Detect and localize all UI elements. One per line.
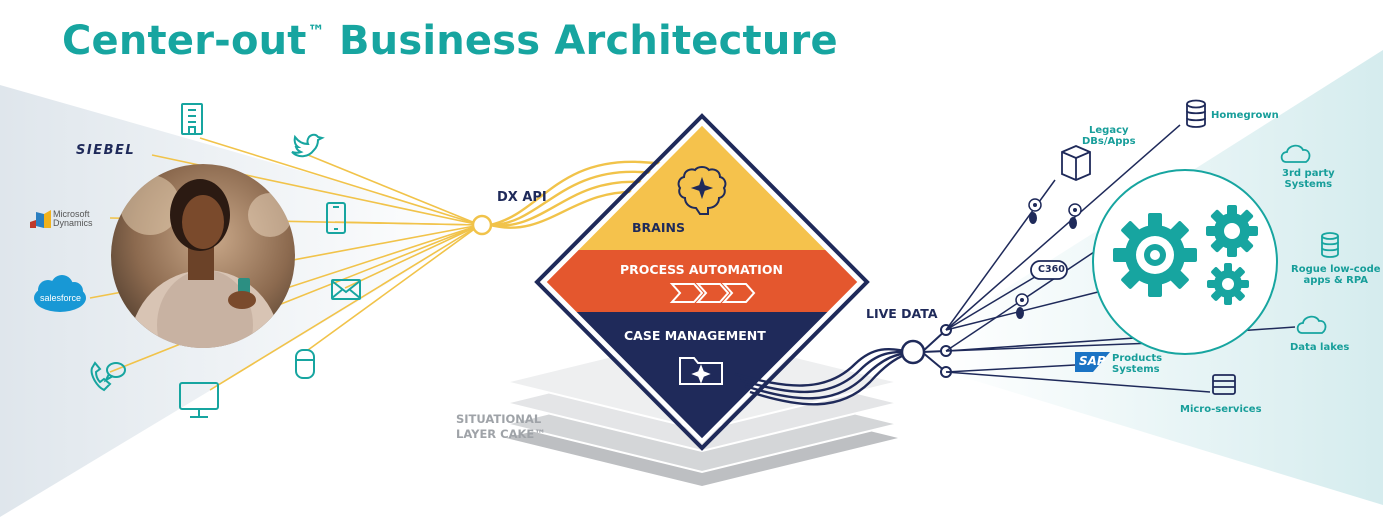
salesforce-logo: salesforce bbox=[40, 293, 82, 303]
sap-logo-shape bbox=[1075, 352, 1110, 372]
case-folder-icon bbox=[679, 357, 723, 385]
building-icon bbox=[181, 103, 203, 135]
customer-photo bbox=[111, 164, 295, 348]
process-chevrons bbox=[669, 283, 756, 303]
ms-dynamics-mark bbox=[30, 210, 51, 228]
process-automation-label: PROCESS AUTOMATION bbox=[620, 262, 783, 277]
case-management-label: CASE MANAGEMENT bbox=[624, 328, 766, 343]
lock-icon-3 bbox=[1015, 293, 1029, 319]
phone-chat-icon bbox=[90, 361, 126, 392]
database-icon-homegrown bbox=[1186, 99, 1206, 128]
legacy-server-icon bbox=[1061, 145, 1091, 181]
database-icon-rogue bbox=[1321, 232, 1339, 258]
cloud-icon-data-lakes bbox=[1296, 315, 1327, 334]
live-data-hub bbox=[900, 324, 952, 378]
live-data-label: LIVE DATA bbox=[866, 306, 938, 321]
smart-speaker-icon bbox=[295, 349, 315, 379]
lock-icon-2 bbox=[1068, 203, 1082, 229]
micro-services-icon bbox=[1212, 374, 1236, 395]
brain-icon bbox=[677, 166, 727, 215]
c360-badge bbox=[1030, 260, 1068, 280]
homegrown-label: Homegrown bbox=[1211, 110, 1279, 121]
lock-connectors bbox=[1015, 198, 1082, 319]
cloud-icon-third-party bbox=[1280, 144, 1311, 163]
gears-icon bbox=[1113, 205, 1258, 305]
mobile-icon bbox=[326, 202, 346, 234]
brains-label: BRAINS bbox=[632, 220, 685, 235]
lock-icon-1 bbox=[1028, 198, 1042, 224]
micro-services-label: Micro-services bbox=[1180, 404, 1262, 415]
sap-logo: SAP bbox=[1079, 354, 1106, 368]
twitter-icon bbox=[291, 133, 325, 158]
c360-label: C360 bbox=[1038, 264, 1065, 275]
monitor-icon bbox=[179, 382, 219, 418]
data-lakes-label: Data lakes bbox=[1290, 342, 1350, 353]
salesforce-logo-shape bbox=[34, 275, 86, 312]
page-title: Center-out™ Business Architecture bbox=[62, 18, 838, 64]
mail-icon bbox=[331, 279, 361, 300]
dx-api-hub bbox=[471, 214, 493, 236]
siebel-logo: SIEBEL bbox=[76, 143, 136, 158]
dx-api-label: DX API bbox=[497, 190, 547, 205]
live-data-cables bbox=[734, 347, 913, 406]
